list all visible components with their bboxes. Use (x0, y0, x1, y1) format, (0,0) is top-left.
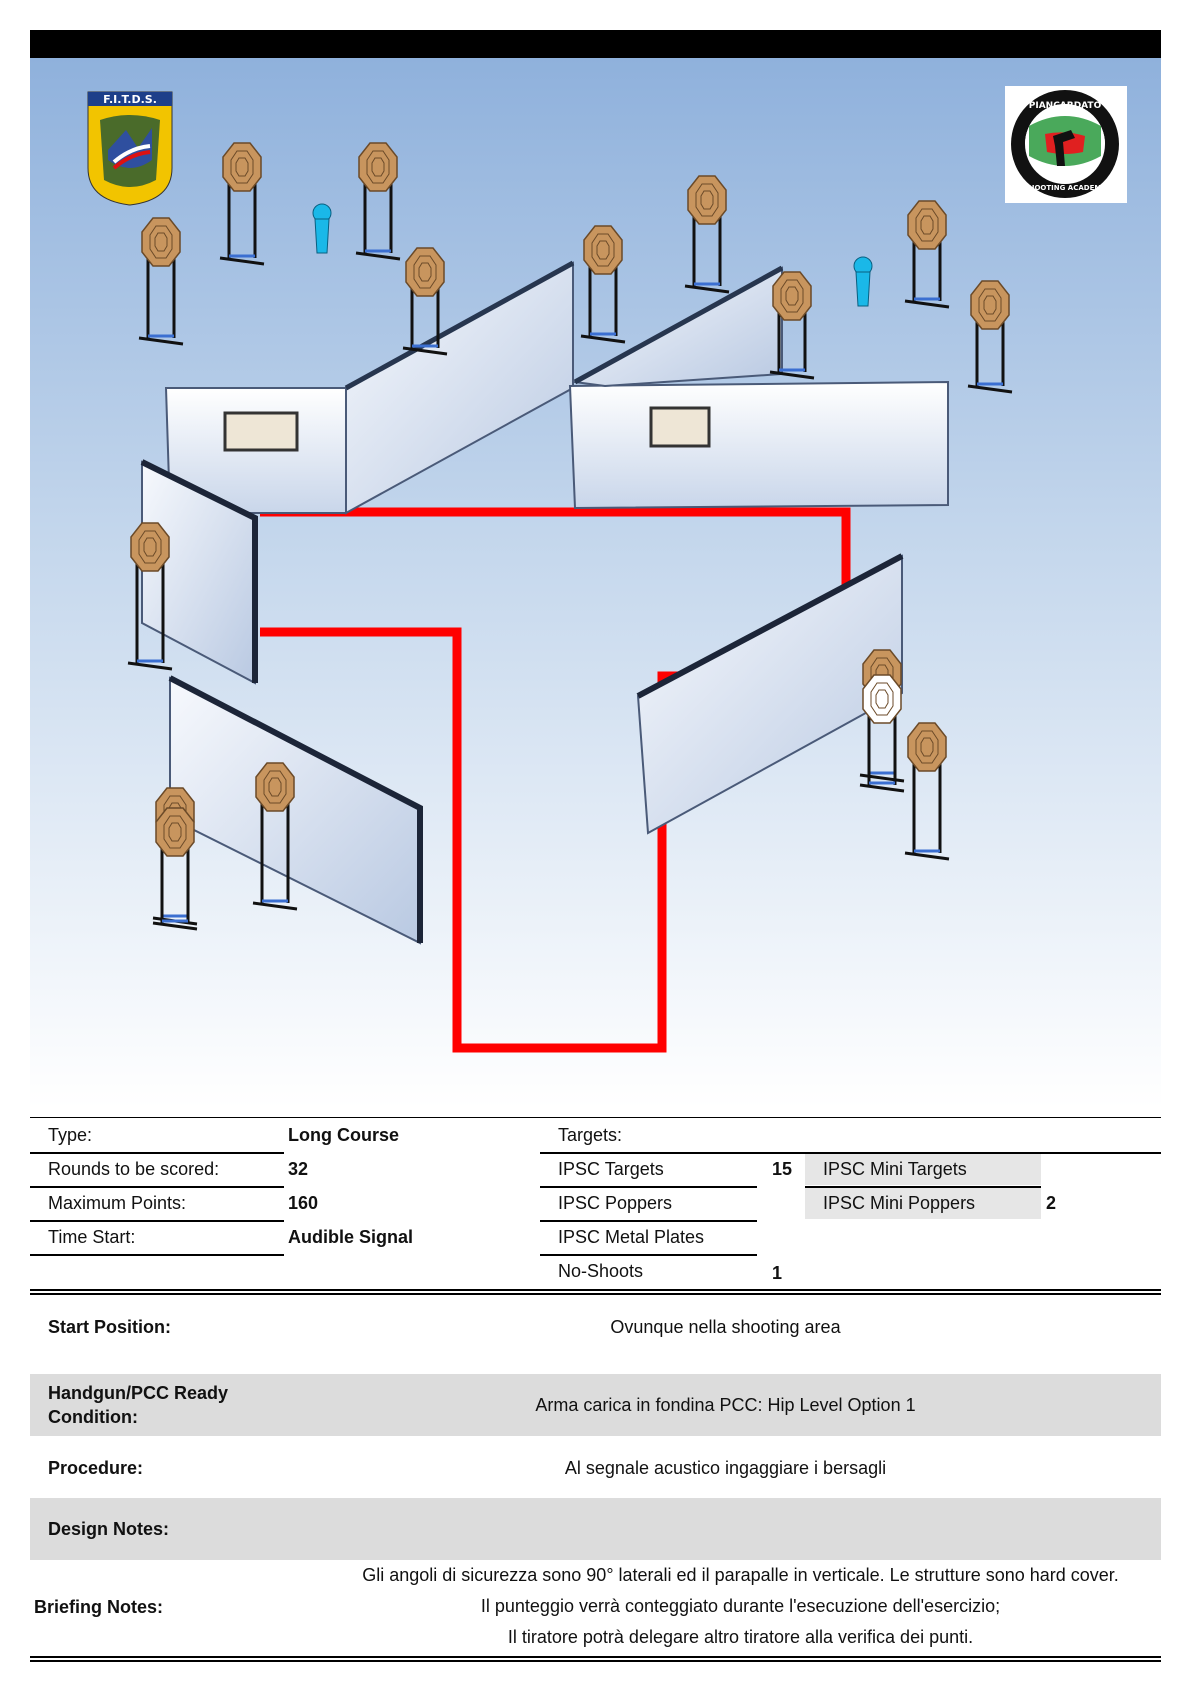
ipsc-target (402, 247, 448, 356)
mini-popper (312, 203, 332, 254)
ipsc-targets-value: 15 (772, 1159, 793, 1179)
piancardato-logo-text: PIANCARDATO (1029, 101, 1102, 111)
procedure-label: Procedure: (48, 1458, 144, 1478)
procedure-value: Al segnale acustico ingaggiare i bersagl… (564, 1458, 887, 1478)
noshoots-value: 1 (772, 1263, 783, 1283)
start-position-row: Start Position: Ovunque nella shooting a… (30, 1298, 1161, 1356)
fault-line (260, 507, 851, 1053)
ready-label-line-2: Condition: (48, 1407, 138, 1427)
stage-diagram: F.I.T.D.S. PIANCARDATO SHOOTING ACADEMY (30, 58, 1161, 1108)
ipsc-targets-label: IPSC Targets (558, 1159, 664, 1179)
piancardato-logo-subtext: SHOOTING ACADEMY (1024, 184, 1108, 192)
stage-info-table: Type: Long Course Targets: Rounds to be … (30, 1117, 1161, 1295)
ipsc-target (904, 200, 950, 309)
stage-drawing (127, 142, 1013, 1053)
briefing-line: Gli angoli di sicurezza sono 90° lateral… (362, 1565, 1119, 1585)
ipsc-target (219, 142, 265, 266)
points-value: 160 (288, 1193, 319, 1213)
ipsc-target (138, 217, 184, 346)
ready-label: Handgun/PCC Ready Condition: (48, 1381, 228, 1429)
design-label: Design Notes: (48, 1519, 170, 1539)
targets-label: Targets: (558, 1125, 623, 1145)
ipsc-poppers-label: IPSC Poppers (558, 1193, 673, 1213)
wall-back-left (164, 260, 575, 515)
mini-popper (853, 256, 873, 307)
briefing-notes-row: Briefing Notes: Gli angoli di sicurezza … (30, 1560, 1161, 1654)
wall-left-lower (168, 675, 423, 945)
points-label: Maximum Points: (48, 1193, 187, 1213)
ipsc-poppers-value (772, 1188, 802, 1219)
ipsc-target (127, 522, 173, 671)
rounds-label: Rounds to be scored: (48, 1159, 220, 1179)
briefing-label: Briefing Notes: (34, 1596, 164, 1617)
procedure-row: Procedure: Al segnale acustico ingaggiar… (30, 1438, 1161, 1498)
briefing-line: Il tiratore potrà delegare altro tirator… (507, 1627, 974, 1647)
ipsc-target (684, 175, 730, 294)
design-notes-row: Design Notes: (30, 1498, 1161, 1560)
time-value: Audible Signal (288, 1227, 414, 1247)
rounds-value: 32 (288, 1159, 309, 1179)
mini-poppers-value: 2 (1046, 1193, 1057, 1213)
wall-window-right (649, 406, 711, 448)
wall-left-upper (140, 459, 258, 685)
piancardato-logo: PIANCARDATO SHOOTING ACADEMY (1005, 86, 1127, 203)
ipsc-metal-value (772, 1222, 802, 1253)
fitds-logo-text: F.I.T.D.S. (103, 93, 157, 106)
wall-window-left (223, 411, 299, 452)
ipsc-target (967, 280, 1013, 394)
wall-back-right (568, 265, 949, 510)
type-value: Long Course (288, 1125, 399, 1145)
noshoots-label: No-Shoots (558, 1261, 644, 1281)
ipsc-metal-label: IPSC Metal Plates (558, 1227, 705, 1247)
wall-right (636, 553, 904, 835)
ipsc-target (769, 271, 815, 380)
ipsc-target (252, 762, 298, 911)
no-shoot-target (859, 674, 905, 793)
briefing-line: Il punteggio verrà conteggiato durante l… (480, 1596, 1001, 1616)
mini-targets-value (1046, 1154, 1106, 1185)
ipsc-target (152, 807, 198, 931)
start-label: Start Position: (48, 1317, 172, 1337)
ipsc-target (904, 722, 950, 861)
time-label: Time Start: (48, 1227, 136, 1247)
footer-rule (30, 1660, 1161, 1662)
footer-rule (30, 1656, 1161, 1658)
briefing-text: Gli angoli di sicurezza sono 90° lateral… (320, 1560, 1161, 1653)
ready-label-line-1: Handgun/PCC Ready (48, 1383, 229, 1403)
mini-poppers-label: IPSC Mini Poppers (805, 1188, 1041, 1219)
targets (127, 142, 1013, 931)
mini-targets-label: IPSC Mini Targets (805, 1154, 1041, 1185)
poppers (312, 203, 873, 307)
start-value: Ovunque nella shooting area (610, 1317, 841, 1337)
fitds-logo: F.I.T.D.S. (86, 90, 174, 207)
ipsc-target (580, 225, 626, 344)
ready-value: Arma carica in fondina PCC: Hip Level Op… (535, 1395, 916, 1415)
type-label: Type: (48, 1125, 93, 1145)
top-bar (30, 30, 1161, 58)
ipsc-target (355, 142, 401, 261)
ready-condition-row: Handgun/PCC Ready Condition: Arma carica… (30, 1374, 1161, 1436)
